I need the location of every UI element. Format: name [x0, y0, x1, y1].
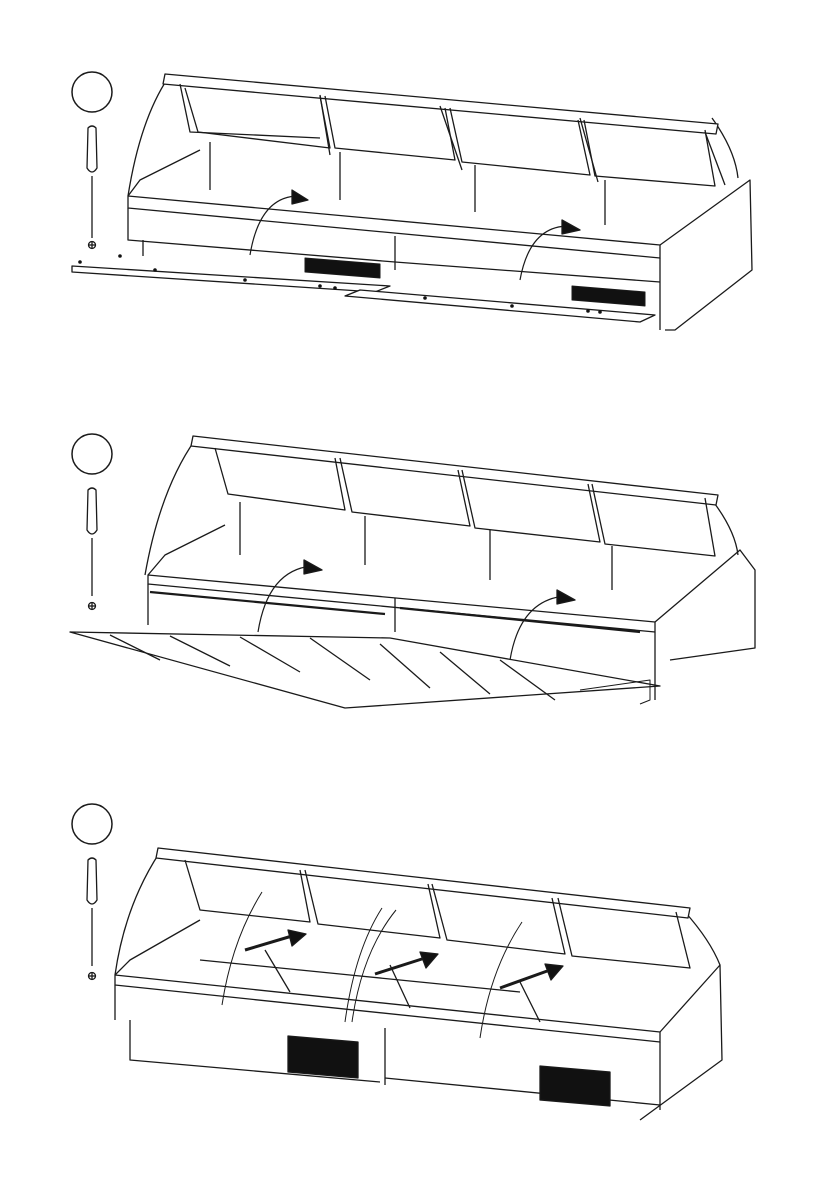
- step-2-drawing: [0, 370, 839, 750]
- step-circle: [72, 72, 112, 112]
- screwdriver-icon: [87, 488, 97, 610]
- screwdriver-icon: [87, 126, 97, 249]
- screwdriver-icon: [87, 858, 97, 980]
- display-counter: [72, 74, 752, 330]
- step-3: [0, 760, 839, 1140]
- display-counter: [70, 436, 755, 708]
- step-1-drawing: [0, 0, 839, 380]
- step-2: [0, 370, 839, 750]
- step-1: [0, 0, 839, 380]
- display-counter: [115, 848, 722, 1120]
- step-circle: [72, 434, 112, 474]
- step-circle: [72, 804, 112, 844]
- step-3-drawing: [0, 760, 839, 1140]
